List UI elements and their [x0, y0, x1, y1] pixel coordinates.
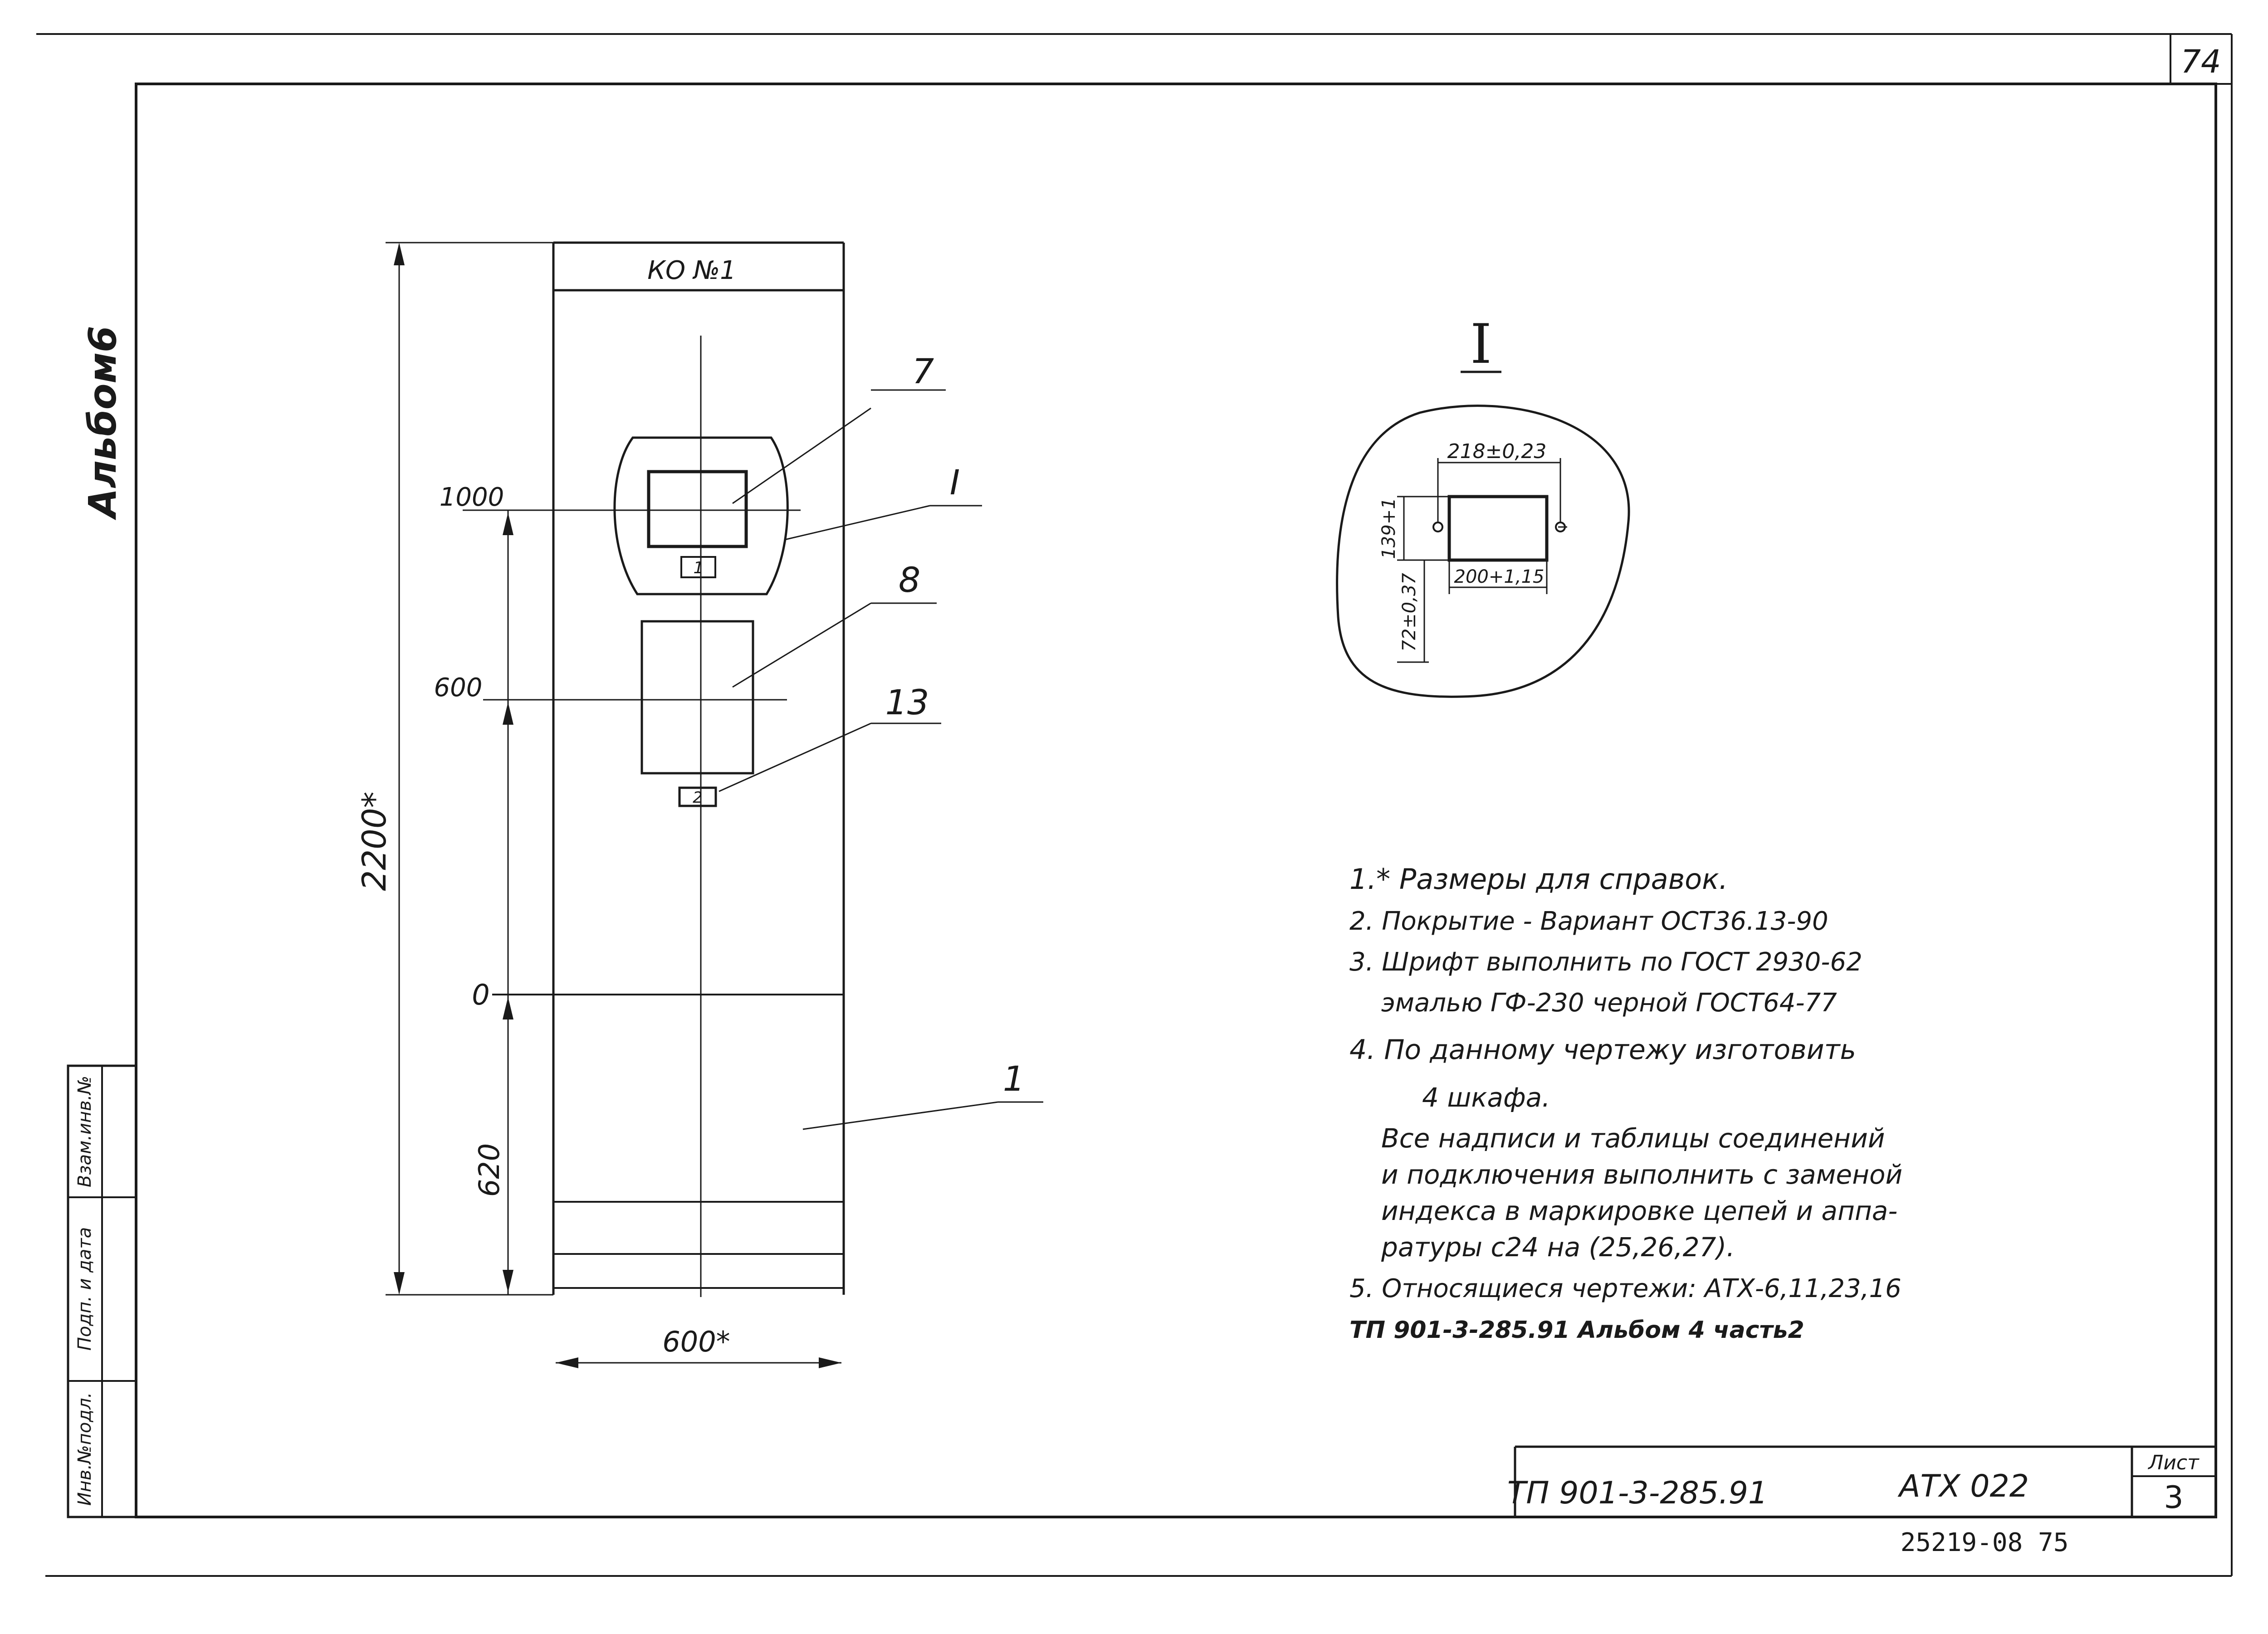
- note-line: и подключения выполнить с заменой: [1381, 1159, 1902, 1190]
- instrument-bezel: [613, 436, 789, 595]
- note-line: Все надписи и таблицы соединений: [1381, 1123, 1885, 1154]
- corner-sheet-number: 74: [2180, 43, 2221, 80]
- cabinet-elevation: КО №1 1 2 7 I 8 13 1: [355, 241, 1043, 1368]
- detail-dim-72: 72±0,37: [1399, 573, 1420, 652]
- drawing-code: АТХ 022: [1897, 1468, 2029, 1504]
- callout-8: 8: [899, 560, 920, 600]
- notes-block: 1.* Размеры для справок. 2. Покрытие - В…: [1349, 863, 1902, 1344]
- detail-dim-200: 200+1,15: [1454, 566, 1545, 587]
- svg-text:1: 1: [694, 559, 704, 577]
- project-number: ТП 901-3-285.91: [1507, 1475, 1768, 1511]
- cabinet-header-label: КО №1: [647, 256, 736, 285]
- note-line: 1.* Размеры для справок.: [1349, 863, 1728, 896]
- level-600: 600: [434, 673, 483, 702]
- sheet-number: 3: [2164, 1480, 2183, 1516]
- level-0: 0: [472, 978, 489, 1011]
- drawing-frame: [135, 83, 2217, 1518]
- callout-I: I: [950, 462, 960, 502]
- callout-7: 7: [912, 351, 934, 391]
- note-line: 4. По данному чертежу изготовить: [1349, 1034, 1856, 1066]
- height-dimension: 2200*: [355, 791, 393, 891]
- lower-dimension: 620: [473, 1143, 506, 1197]
- plate-2: [678, 786, 717, 807]
- note-line: 2. Покрытие - Вариант ОСТ36.13-90: [1349, 907, 1828, 936]
- detail-dim-139: 139+1: [1378, 498, 1399, 559]
- side-stamp: Инв.№подл. Подп. и дата Взам.инв.№: [67, 1064, 137, 1518]
- note-line: 5. Относящиеся чертежи: АТХ-6,11,23,16: [1349, 1274, 1901, 1303]
- plate-1: [680, 556, 716, 578]
- instrument-window: [647, 470, 748, 548]
- callout-1: 1: [1003, 1058, 1025, 1099]
- note-line: индекса в маркировке цепей и аппа-: [1381, 1195, 1897, 1226]
- note-line: 4 шкафа.: [1422, 1082, 1550, 1113]
- device-8: [640, 620, 754, 775]
- archive-number: 25219-08 75: [1901, 1528, 2069, 1557]
- svg-text:2: 2: [693, 789, 703, 807]
- note-line: ратуры с24 на (25,26,27).: [1381, 1232, 1735, 1263]
- album-label: Альбом6: [80, 326, 125, 520]
- stamp-inv-original: Инв.№подл.: [74, 1392, 95, 1506]
- callout-13: 13: [885, 682, 929, 722]
- note-line: 3. Шрифт выполнить по ГОСТ 2930-62: [1349, 947, 1862, 977]
- note-line: эмалью ГФ-230 черной ГОСТ64-77: [1381, 988, 1837, 1018]
- stamp-replacement-inv: Взам.инв.№: [74, 1076, 95, 1187]
- stamp-signature-date: Подп. и дата: [74, 1227, 95, 1351]
- title-block: ТП 901-3-285.91 АТХ 022 Лист 3: [1507, 1445, 2216, 1517]
- width-dimension: 600*: [662, 1325, 730, 1358]
- detail-outline: [1336, 405, 1630, 698]
- detail-dim-218: 218±0,23: [1447, 440, 1547, 463]
- note-line: ТП 901-3-285.91 Альбом 4 часть2: [1349, 1317, 1804, 1344]
- detail-view-I: I 218±0,23 139+1 200+1,15 72±0,37: [1336, 313, 1630, 698]
- detail-title: I: [1470, 313, 1491, 376]
- sheet-label: Лист: [2147, 1451, 2200, 1474]
- detail-cutout: [1447, 495, 1549, 562]
- level-1000: 1000: [440, 483, 504, 512]
